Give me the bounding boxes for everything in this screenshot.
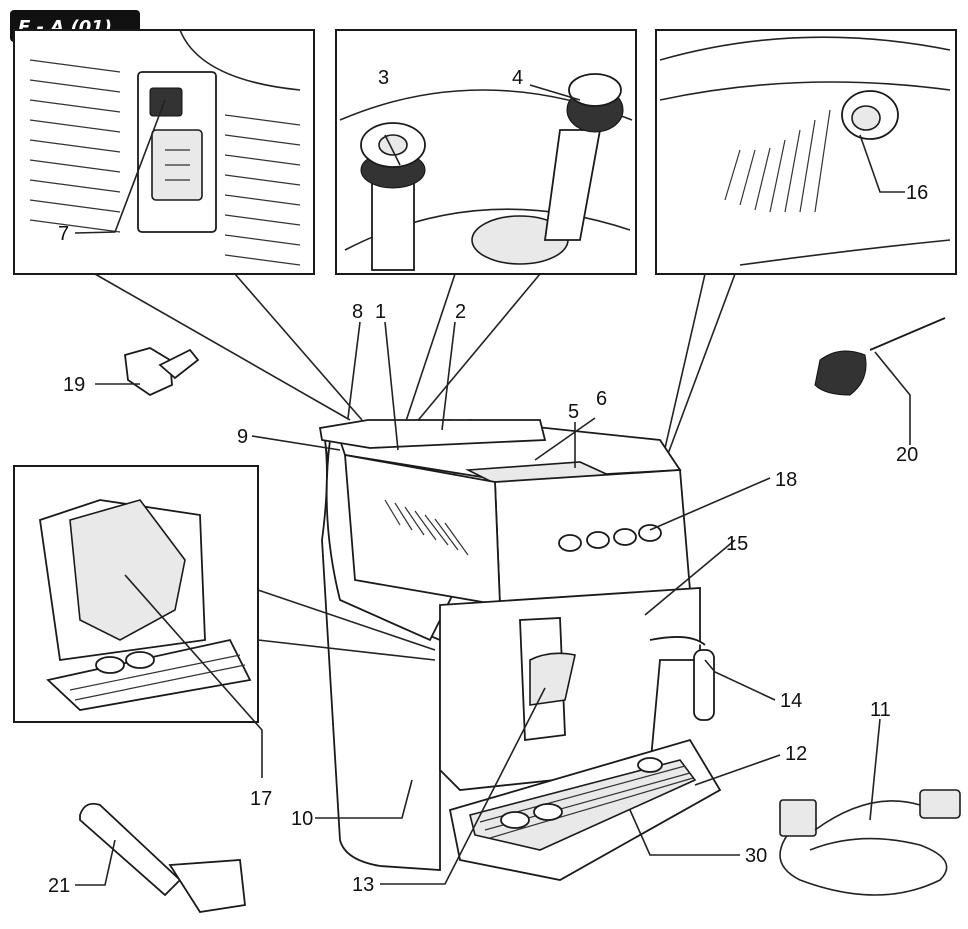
callout-8: 8: [352, 301, 363, 323]
callout-4: 4: [512, 67, 523, 89]
coffee-machine: [318, 418, 722, 881]
detail-box-side-button: [655, 29, 957, 275]
callout-16: 16: [906, 182, 928, 204]
callout-3: 3: [378, 67, 389, 89]
callout-18: 18: [775, 469, 797, 491]
lower-front-body: [439, 587, 701, 791]
accessory-measuring-scoop: [79, 802, 246, 913]
side-vents: [384, 499, 469, 556]
callout-6: 6: [596, 388, 607, 410]
callout-20: 20: [896, 444, 918, 466]
callout-17: 17: [250, 788, 272, 810]
accessory-key: [124, 347, 200, 397]
bean-container-lid: [318, 419, 547, 449]
callout-13: 13: [352, 874, 374, 896]
callout-5: 5: [568, 401, 579, 423]
power-switch: [149, 87, 183, 117]
spout-cap: [529, 652, 576, 706]
callout-30: 30: [745, 845, 767, 867]
callout-1: 1: [375, 301, 386, 323]
grind-knob: [360, 122, 426, 271]
aroma-knob: [543, 73, 624, 241]
callout-14: 14: [780, 690, 802, 712]
callout-2: 2: [455, 301, 466, 323]
vent-slots-left: [29, 59, 121, 233]
zoom-lines-brew: [257, 589, 436, 661]
control-buttons: [558, 524, 662, 552]
accessory-brush: [814, 317, 946, 396]
vent-slots-right: [224, 114, 301, 266]
callout-9: 9: [237, 426, 248, 448]
callout-10: 10: [291, 808, 313, 830]
callout-7: 7: [58, 223, 69, 245]
detail-box-power-switch: [13, 29, 315, 275]
callout-12: 12: [785, 743, 807, 765]
upper-front-body: [344, 453, 501, 607]
callout-15: 15: [726, 533, 748, 555]
callout-11: 11: [870, 699, 891, 721]
frother-nozzle: [693, 649, 715, 721]
power-plug: [779, 799, 817, 837]
frother-arm: [649, 636, 706, 646]
vent-slots-side: [724, 109, 831, 213]
accessory-power-cord: [779, 789, 961, 896]
zoom-lines: [94, 273, 736, 471]
brew-unit: [69, 499, 186, 641]
callout-21: 21: [48, 875, 70, 897]
callouts: 1 2 3 4 5 6 7 8 9 10 11 12 13 14 15 16 1…: [48, 67, 928, 897]
callout-19: 19: [63, 374, 85, 396]
appliance-connector: [919, 789, 961, 819]
leader-lines: [74, 84, 911, 886]
detail-box-knobs: [335, 29, 637, 275]
